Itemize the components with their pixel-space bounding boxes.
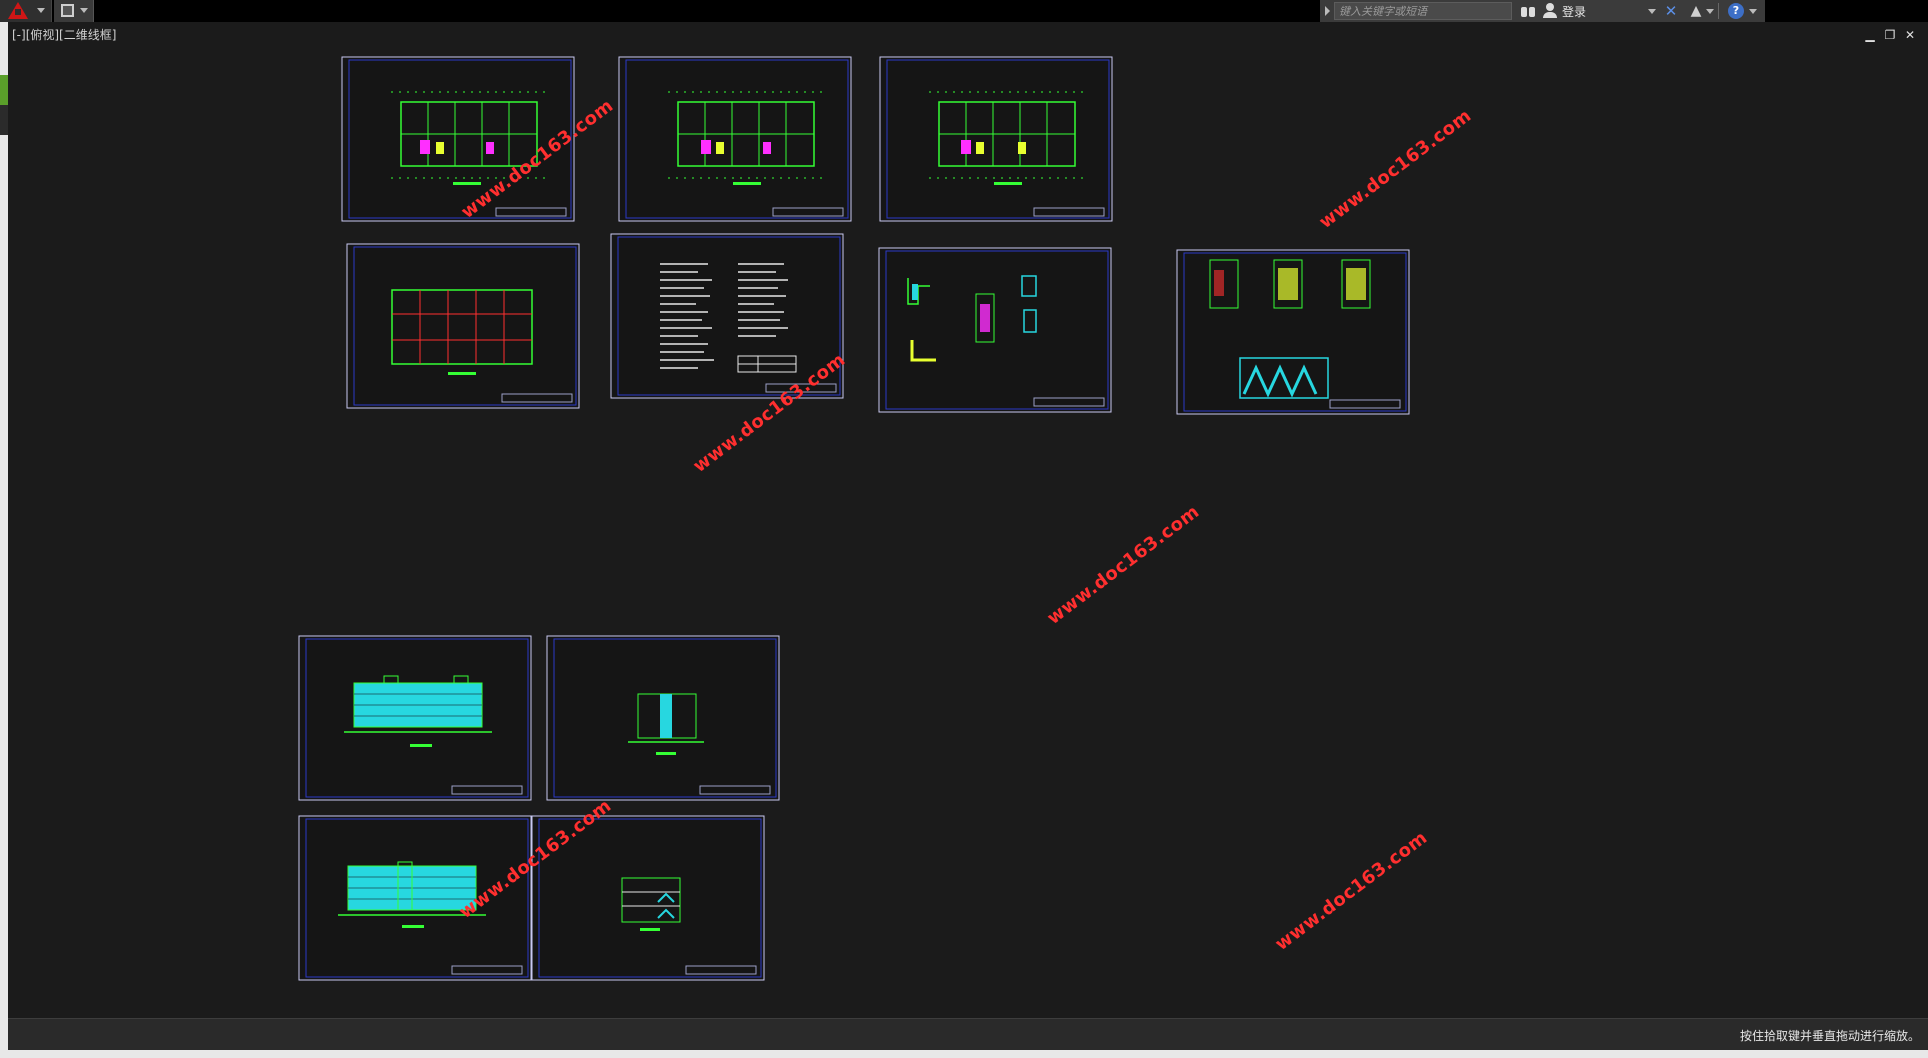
- autocad-logo-icon: [8, 2, 28, 19]
- left-panel-tab[interactable]: [0, 75, 8, 105]
- side-elevation-sheet-2: [531, 815, 765, 981]
- quick-access-save-button[interactable]: [54, 0, 94, 22]
- a360-icon[interactable]: ▲: [1690, 3, 1702, 19]
- save-icon: [61, 4, 74, 17]
- title-bar: 登录 ✕ ▲ ?: [0, 0, 1928, 22]
- help-icon[interactable]: ?: [1728, 3, 1744, 19]
- document-window-controls: ▁ ❐ ✕: [1863, 28, 1923, 42]
- chevron-down-icon: [80, 8, 88, 13]
- floor-plan-sheet-3: [879, 56, 1113, 222]
- details-sheet: [878, 247, 1112, 413]
- status-bar: 按住拾取键并垂直拖动进行缩放。: [8, 1018, 1928, 1050]
- binoculars-icon[interactable]: [1520, 4, 1536, 18]
- chevron-down-icon[interactable]: [1648, 9, 1656, 14]
- stair-details-sheet: [1176, 249, 1410, 415]
- chevron-down-icon[interactable]: [1749, 9, 1757, 14]
- separator: [1718, 3, 1719, 19]
- minimize-icon[interactable]: ▁: [1865, 28, 1875, 42]
- floor-plan-sheet-2: [618, 56, 852, 222]
- application-menu-button[interactable]: [0, 0, 52, 22]
- close-icon[interactable]: ✕: [1904, 28, 1916, 42]
- infocenter-toolbar: 登录 ✕ ▲ ?: [1320, 0, 1765, 22]
- model-space-drawing: [298, 56, 1410, 981]
- chevron-down-icon: [37, 8, 45, 13]
- expand-arrow-icon[interactable]: [1325, 6, 1330, 16]
- left-panel-tab-dark[interactable]: [0, 105, 8, 135]
- search-input[interactable]: [1334, 2, 1512, 20]
- restore-icon[interactable]: ❐: [1884, 28, 1896, 42]
- user-icon[interactable]: [1543, 3, 1557, 19]
- login-button[interactable]: 登录: [1562, 5, 1587, 19]
- left-edge-panel: [0, 22, 8, 1058]
- status-message: 按住拾取键并垂直拖动进行缩放。: [1739, 1029, 1920, 1043]
- exchange-icon[interactable]: ✕: [1664, 2, 1678, 20]
- bottom-edge: [0, 1050, 1928, 1058]
- viewport-controls-label[interactable]: [-][俯视][二维线框]: [12, 28, 117, 42]
- design-notes-sheet: [610, 233, 844, 399]
- side-elevation-sheet-1: [546, 635, 780, 801]
- rear-elevation-sheet: [298, 815, 532, 981]
- drawing-canvas[interactable]: www.doc163.com www.doc163.com www.doc163…: [8, 22, 1928, 1018]
- roof-plan-sheet: [346, 243, 580, 409]
- floor-plan-sheet-1: [341, 56, 575, 222]
- front-elevation-sheet: [298, 635, 532, 801]
- chevron-down-icon[interactable]: [1706, 9, 1714, 14]
